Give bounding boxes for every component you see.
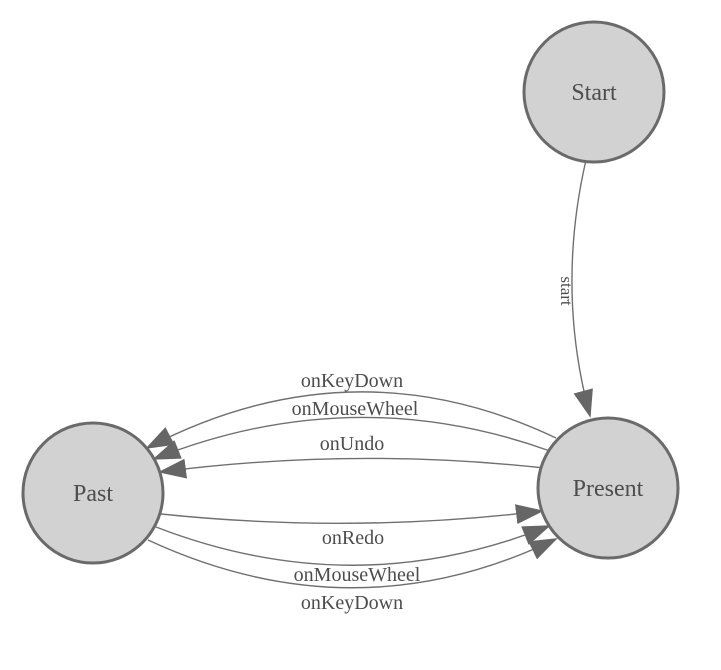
- edge-past-to-present-onkeydown: [147, 538, 558, 589]
- edge-past-to-present-onmousewheel: [155, 525, 551, 566]
- edge-label-onredo: onRedo: [322, 527, 384, 549]
- edge-past-to-present-onredo: [160, 504, 544, 525]
- edge-label-onmousewheel-top: onMouseWheel: [292, 398, 419, 420]
- edge-present-to-past-onmousewheel: [152, 416, 551, 460]
- edge-start-to-present: [571, 159, 593, 418]
- edge-label-onkeydown-top: onKeyDown: [301, 370, 403, 392]
- present-node[interactable]: [536, 416, 680, 560]
- edge-label-layer: start onKeyDown onMouseWheel onUndo onRe…: [292, 276, 576, 614]
- edge-present-to-past-onkeydown: [145, 391, 557, 449]
- edge-label-start: start: [557, 276, 576, 306]
- start-node[interactable]: [522, 20, 666, 164]
- node-layer: Start Past Present: [21, 20, 680, 565]
- edge-layer: [145, 159, 593, 589]
- present-node-label: Present: [573, 476, 644, 502]
- edge-present-to-past-onundo: [158, 457, 545, 479]
- edge-label-onkeydown-bottom: onKeyDown: [301, 592, 403, 614]
- start-node-label: Start: [571, 80, 617, 106]
- past-node-label: Past: [73, 481, 113, 507]
- past-node[interactable]: [21, 421, 165, 565]
- edge-label-onmousewheel-bottom: onMouseWheel: [294, 564, 421, 586]
- edge-label-onundo: onUndo: [320, 433, 384, 455]
